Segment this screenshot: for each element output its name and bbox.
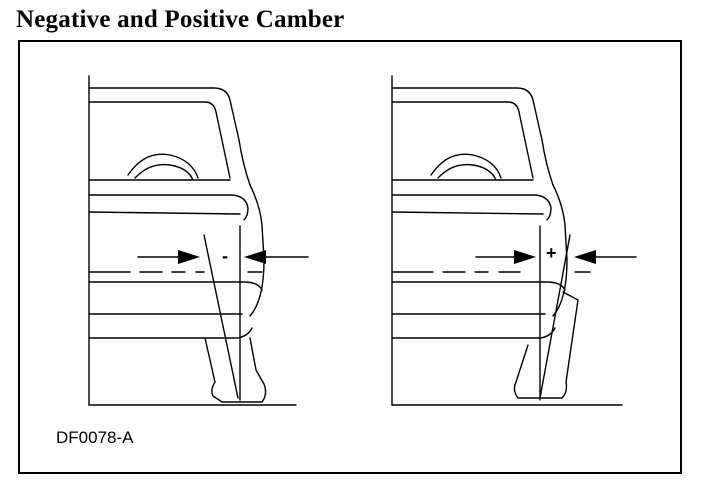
page-title: Negative and Positive Camber	[16, 6, 345, 33]
figure-id: DF0078-A	[56, 428, 134, 447]
negative-camber-view	[88, 75, 309, 406]
diagram-frame	[18, 40, 682, 474]
negative-camber-sign: -	[222, 246, 228, 266]
positive-camber-view	[391, 75, 637, 406]
positive-camber-sign: +	[546, 243, 557, 263]
